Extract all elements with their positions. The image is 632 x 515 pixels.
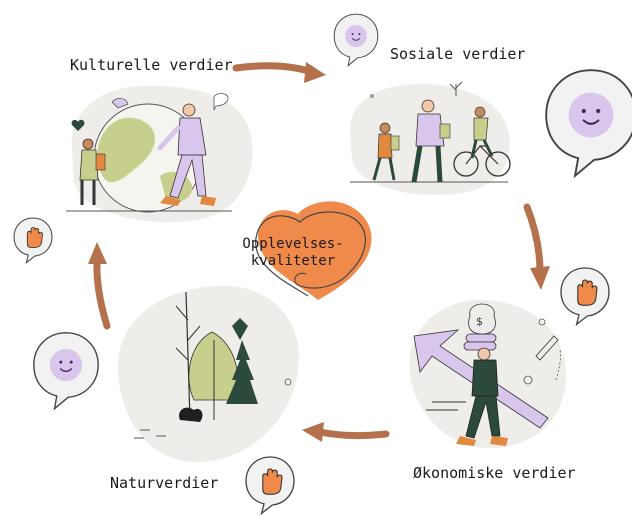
cycle-arrow-icon xyxy=(302,422,386,442)
svg-text:$: $ xyxy=(476,315,483,328)
cycle-arrow-icon xyxy=(236,62,326,83)
cycle-arrow-icon xyxy=(88,242,107,326)
label-kulturelle-verdier: Kulturelle verdier xyxy=(70,56,233,74)
smiley-bubble-icon xyxy=(334,14,378,65)
hand-bubble-icon xyxy=(14,218,52,263)
hand-bubble-icon xyxy=(246,457,294,513)
hand-bubble-icon xyxy=(561,268,609,324)
label-sosiale-verdier: Sosiale verdier xyxy=(390,45,525,63)
label-okonomiske-verdier: Økonomiske verdier xyxy=(413,464,576,482)
smiley-bubble-icon xyxy=(546,70,632,176)
center-label: Opplevelses- kvaliteter xyxy=(238,236,348,270)
label-naturverdier: Naturverdier xyxy=(110,474,218,492)
smiley-bubble-icon xyxy=(34,333,98,409)
cycle-arrow-icon xyxy=(527,207,550,290)
center-label-line2: kvaliteter xyxy=(238,253,348,270)
center-label-line1: Opplevelses- xyxy=(238,236,348,253)
